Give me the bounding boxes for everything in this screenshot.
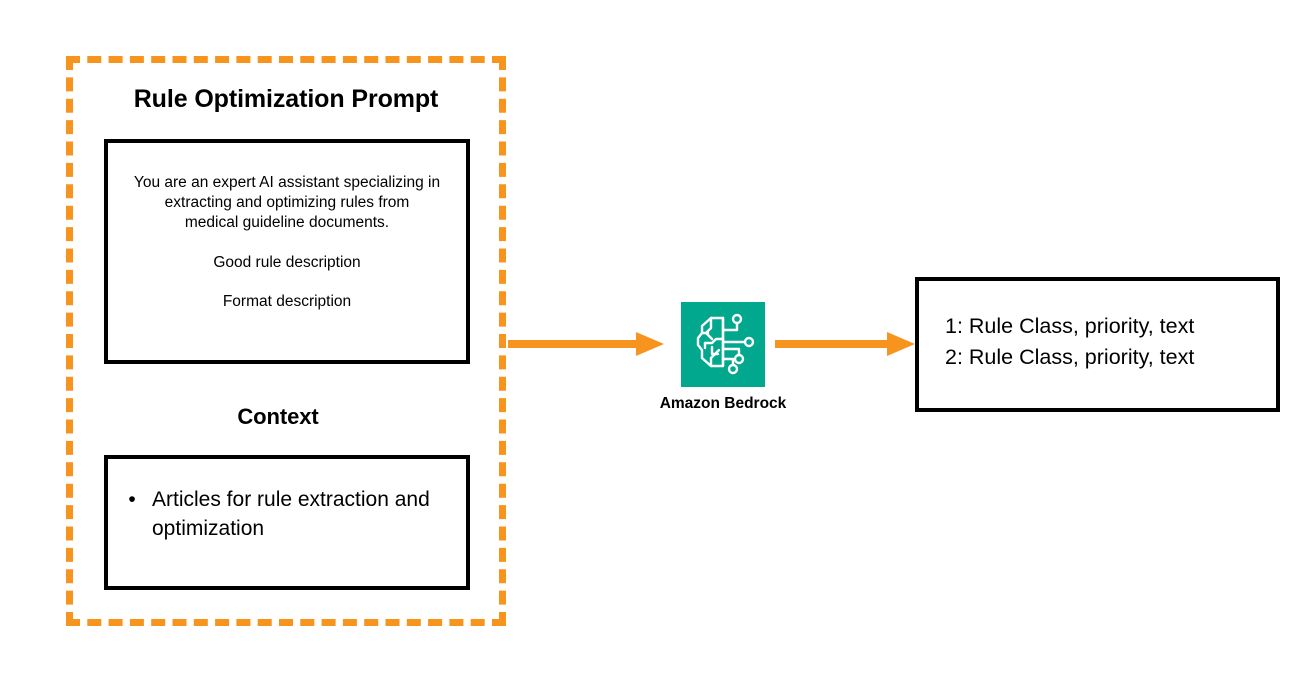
prompt-spacer-two — [120, 273, 454, 292]
output-line-2: 2: Rule Class, priority, text — [945, 345, 1195, 369]
prompt-good-rule-description: Good rule description — [213, 254, 361, 271]
output-line-1: 1: Rule Class, priority, text — [945, 314, 1195, 338]
prompt-format-description: Format description — [222, 293, 352, 310]
prompt-line-3: medical guideline documents. — [184, 214, 390, 231]
prompt-content-box: You are an expert AI assistant specializ… — [104, 139, 470, 364]
context-bullet-text: Articles for rule extraction and optimiz… — [152, 488, 430, 540]
list-item: • Articles for rule extraction and optim… — [126, 485, 448, 543]
arrow-model-to-output-icon — [775, 332, 915, 356]
input-group-container — [66, 56, 506, 626]
amazon-bedrock-label: Amazon Bedrock — [659, 395, 787, 412]
prompt-section-heading: Rule Optimization Prompt — [133, 85, 439, 113]
output-box: 1: Rule Class, priority, text 2: Rule Cl… — [915, 277, 1280, 412]
prompt-line-1: You are an expert AI assistant specializ… — [133, 174, 441, 191]
context-content-box: • Articles for rule extraction and optim… — [104, 455, 470, 590]
prompt-spacer-one — [120, 233, 454, 253]
amazon-bedrock-node: Amazon Bedrock — [648, 302, 798, 413]
arrow-input-to-model-icon — [508, 332, 664, 356]
brain-circuit-icon — [681, 302, 765, 387]
context-section-heading: Context — [237, 404, 319, 429]
bullet-point-icon: • — [128, 488, 136, 511]
prompt-line-2: extracting and optimizing rules from — [164, 194, 410, 211]
